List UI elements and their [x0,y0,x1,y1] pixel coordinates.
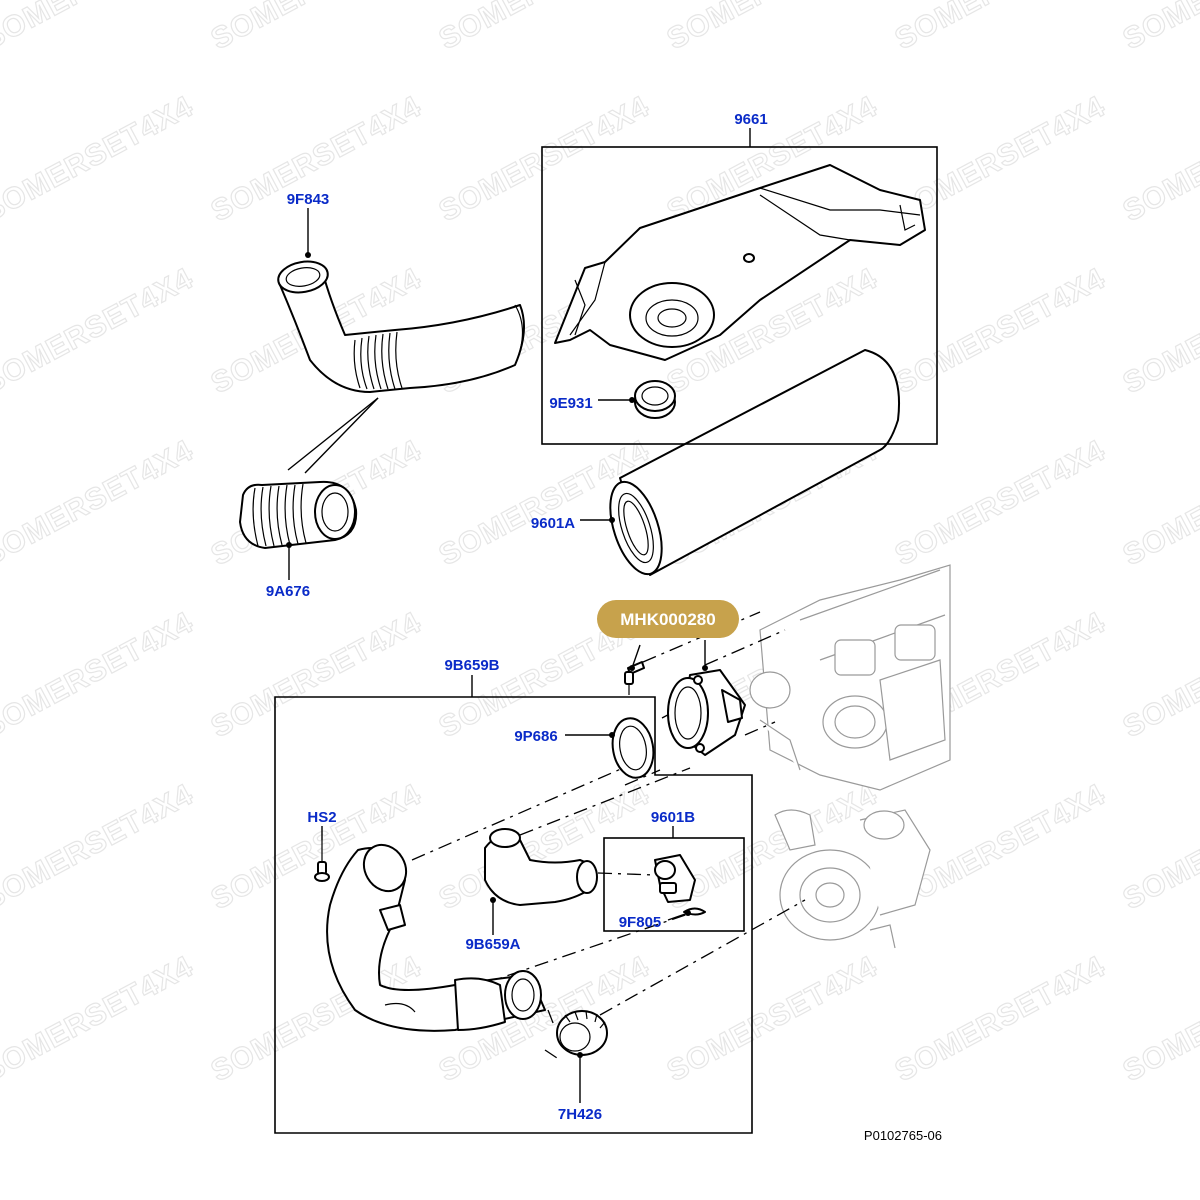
throttle-body [667,669,746,756]
group-box-9661 [541,146,938,445]
seal-9e931 [634,380,676,419]
screw-hs2 [314,840,330,882]
leaders [286,208,708,1103]
watermark-text: SOMERSET4X4 [890,950,1111,1088]
watermark-text: SOMERSET4X4 [1118,262,1200,400]
intake-pipe-main [326,843,546,1032]
intake-duct-9f843 [277,260,525,393]
drawing-reference: P0102765-06 [864,1128,942,1143]
watermark-text: SOMERSET4X4 [1118,90,1200,228]
part-labels: 9661 9F843 9E931 9A676 9601A MHK000280 9… [266,111,768,1123]
hose-9b659a [484,828,598,906]
watermark-text: SOMERSET4X4 [1118,778,1200,916]
watermark-text: SOMERSET4X4 [206,606,427,744]
watermark-text: SOMERSET4X4 [662,950,883,1088]
watermark-text: SOMERSET4X4 [662,0,883,56]
seal-9p686 [611,717,655,779]
watermark-text: SOMERSET4X4 [0,434,199,572]
air-filter-element [609,349,900,576]
watermark-text: SOMERSET4X4 [0,0,199,56]
label-9e931[interactable]: 9E931 [549,395,592,412]
bellows-9a676 [239,480,358,549]
engine-block [749,564,951,791]
watermark-text: SOMERSET4X4 [890,0,1111,56]
detail-line-right [304,397,379,474]
label-9661[interactable]: 9661 [734,111,767,128]
watermark-text: SOMERSET4X4 [1118,950,1200,1088]
watermark-text: SOMERSET4X4 [0,606,199,744]
label-9a676[interactable]: 9A676 [266,583,310,600]
group-box-9601b [603,837,745,932]
air-cleaner-cover [554,164,926,361]
group-box-9b659b [274,696,753,1134]
label-9f805[interactable]: 9F805 [619,914,662,931]
watermark-text: SOMERSET4X4 [434,90,655,228]
label-hs2[interactable]: HS2 [307,809,336,826]
watermark-text: SOMERSET4X4 [890,90,1111,228]
turbocharger [774,809,931,949]
watermark-text: SOMERSET4X4 [206,0,427,56]
watermark-text: SOMERSET4X4 [1118,606,1200,744]
highlight-badge [597,600,739,638]
watermark-text: SOMERSET4X4 [434,0,655,56]
label-mhk000280[interactable]: MHK000280 [620,610,715,629]
label-9601a[interactable]: 9601A [531,515,575,532]
watermark-text: SOMERSET4X4 [1118,434,1200,572]
connector-9601b [654,854,696,903]
watermark-text: SOMERSET4X4 [0,950,199,1088]
label-9p686[interactable]: 9P686 [514,728,557,745]
watermark-text: SOMERSET4X4 [890,262,1111,400]
watermark-text: SOMERSET4X4 [1118,0,1200,56]
detail-line-left [287,397,379,471]
watermark-text: SOMERSET4X4 [0,778,199,916]
label-9f843[interactable]: 9F843 [287,191,330,208]
label-7h426[interactable]: 7H426 [558,1106,602,1123]
watermark-text: SOMERSET4X4 [0,262,199,400]
watermark-text: SOMERSET4X4 [890,434,1111,572]
clamp-7h426 [556,1010,608,1056]
label-9601b[interactable]: 9601B [651,809,695,826]
label-9b659a[interactable]: 9B659A [465,936,520,953]
label-9b659b[interactable]: 9B659B [444,657,499,674]
watermark-text: SOMERSET4X4 [0,90,199,228]
